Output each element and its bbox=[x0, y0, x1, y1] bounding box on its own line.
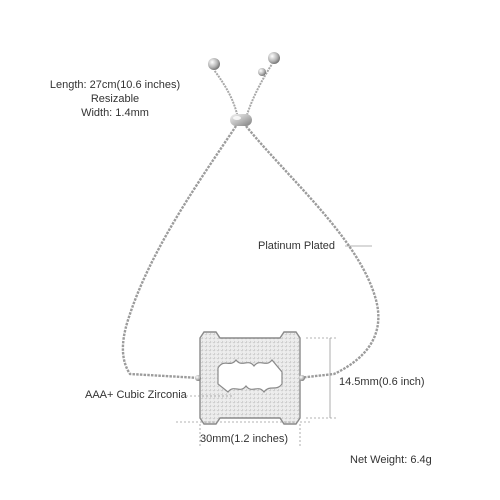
stones-label: AAA+ Cubic Zirconia bbox=[85, 389, 187, 401]
end-bead-icon bbox=[208, 58, 220, 70]
chain-left bbox=[121, 125, 237, 380]
razor-blade-charm-icon bbox=[195, 331, 305, 425]
length-spec: Length: 27cm(10.6 inches) bbox=[49, 79, 181, 91]
chain-right bbox=[245, 125, 380, 380]
length-label: 30mm(1.2 inches) bbox=[200, 433, 289, 445]
dimension-guides bbox=[176, 245, 372, 446]
chain-tails bbox=[208, 52, 280, 119]
plating-label: Platinum Plated bbox=[258, 240, 336, 252]
end-bead-icon bbox=[268, 52, 280, 64]
weight-label: Net Weight: 6.4g bbox=[350, 454, 432, 466]
slider-bead-icon bbox=[230, 114, 252, 126]
width-spec: Width: 1.4mm bbox=[81, 107, 149, 119]
resizable-spec: Resizable bbox=[90, 93, 140, 105]
height-label: 14.5mm(0.6 inch) bbox=[339, 376, 425, 388]
